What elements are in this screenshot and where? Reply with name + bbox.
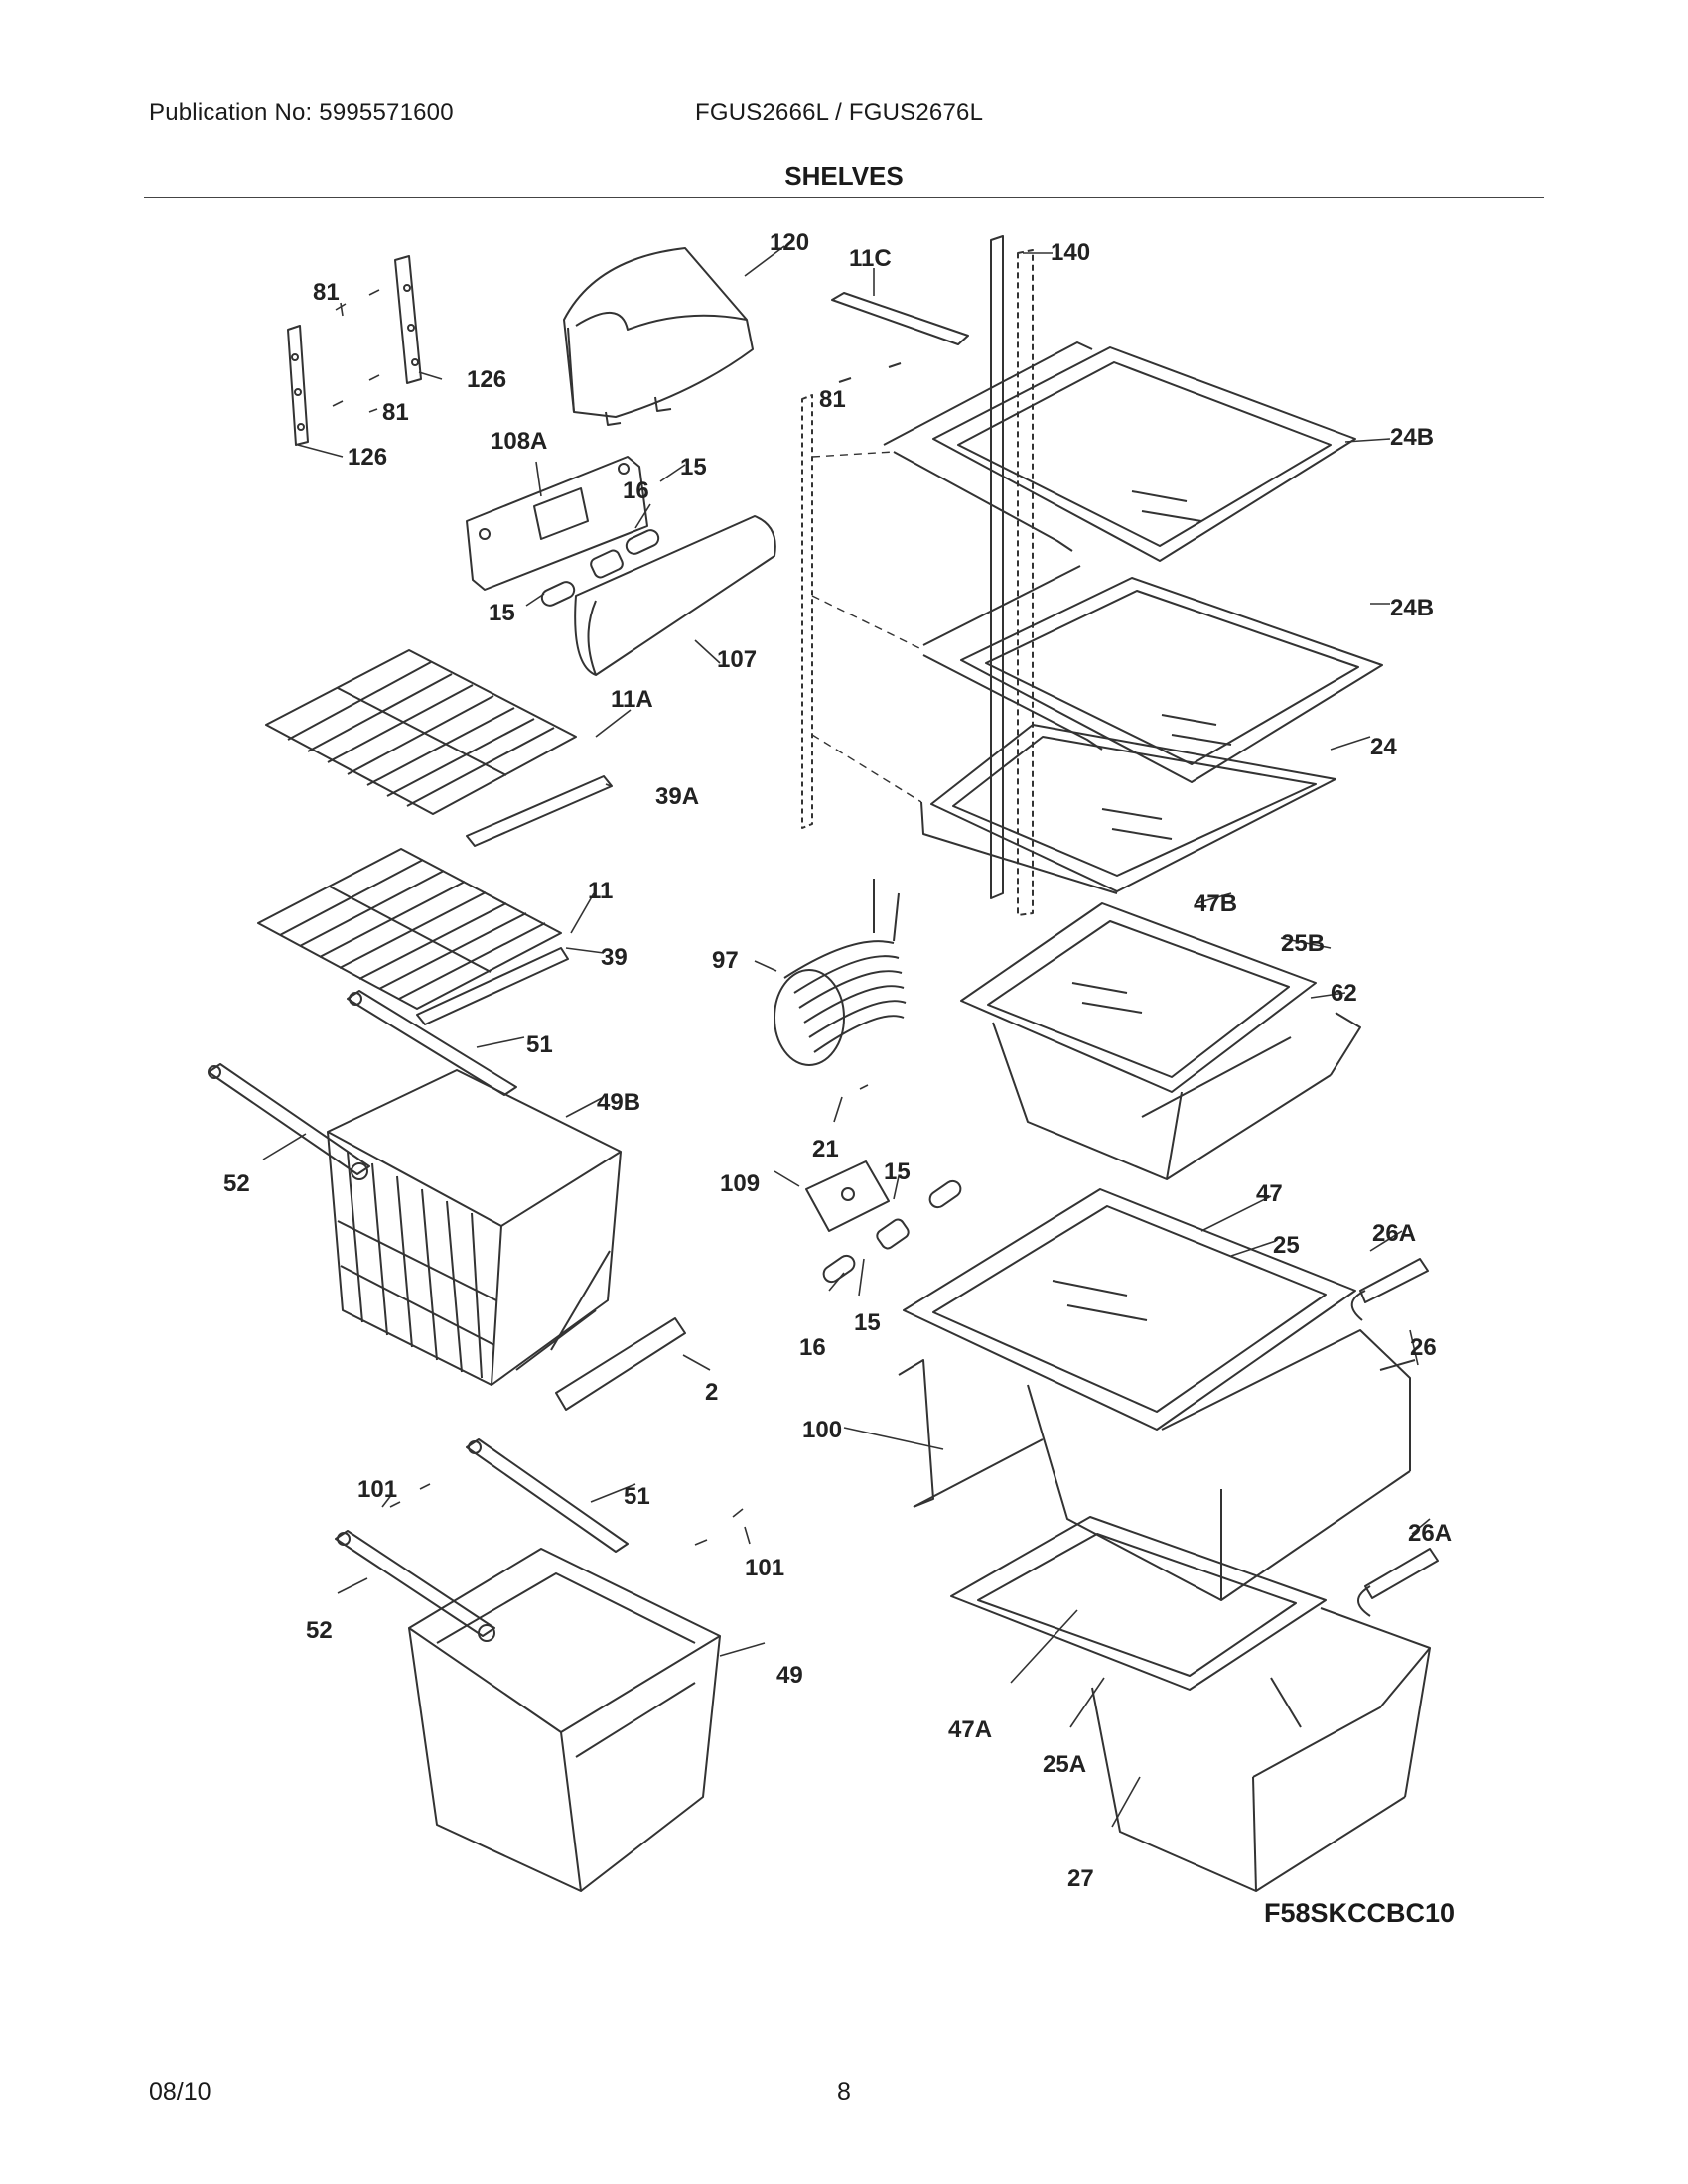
bulbs-15-16-lower bbox=[822, 1179, 962, 1284]
callout-101: 101 bbox=[745, 1555, 784, 1581]
screws-81-left bbox=[332, 289, 380, 407]
callout-16: 16 bbox=[799, 1334, 826, 1361]
wire-shelf-11A bbox=[265, 649, 577, 815]
light-cover-109 bbox=[805, 1160, 890, 1232]
callout-49: 49 bbox=[776, 1662, 803, 1689]
wire-shelf-11 bbox=[257, 848, 562, 1010]
callout-21: 21 bbox=[812, 1136, 839, 1162]
callout-120: 120 bbox=[770, 229, 809, 256]
screws-101 bbox=[389, 1483, 744, 1546]
callout-26a: 26A bbox=[1408, 1520, 1452, 1547]
callout-15: 15 bbox=[884, 1159, 911, 1185]
callout-11: 11 bbox=[588, 878, 613, 904]
callout-labels: 81 126 81 126 120 108A 16 15 15 107 11A 39A 11 39 51 49… bbox=[223, 229, 1452, 1892]
callout-24b: 24B bbox=[1390, 595, 1434, 621]
callout-15: 15 bbox=[489, 600, 515, 626]
callout-101: 101 bbox=[357, 1476, 397, 1503]
wire-basket-49B bbox=[327, 1069, 622, 1386]
callout-39: 39 bbox=[601, 944, 628, 971]
callout-25a: 25A bbox=[1043, 1751, 1086, 1778]
callout-109: 109 bbox=[720, 1170, 760, 1197]
callout-11c: 11C bbox=[849, 245, 892, 272]
callout-11a: 11A bbox=[611, 686, 653, 713]
callout-47a: 47A bbox=[948, 1716, 992, 1743]
callout-39a: 39A bbox=[655, 783, 699, 810]
drawer-stop-26A-upper bbox=[1350, 1258, 1429, 1321]
callout-27: 27 bbox=[1067, 1865, 1094, 1892]
light-shield-107 bbox=[574, 515, 776, 676]
slide-rail-52-lower bbox=[335, 1530, 495, 1642]
slide-rail-51-upper bbox=[347, 990, 517, 1096]
model-numbers: FGUS2666L / FGUS2676L bbox=[695, 99, 984, 126]
callout-51: 51 bbox=[624, 1483, 650, 1510]
basket-trim-2 bbox=[555, 1317, 686, 1411]
callout-24: 24 bbox=[1370, 734, 1397, 760]
glass-shelf-24 bbox=[920, 724, 1336, 894]
callout-100: 100 bbox=[802, 1417, 842, 1443]
callout-26a: 26A bbox=[1372, 1220, 1416, 1247]
callout-107: 107 bbox=[717, 646, 757, 673]
shelf-pilaster-140 bbox=[990, 235, 1034, 916]
callout-52: 52 bbox=[223, 1170, 250, 1197]
callout-25b: 25B bbox=[1281, 930, 1325, 957]
drawer-stop-26A-lower bbox=[1357, 1548, 1439, 1617]
callout-47: 47 bbox=[1256, 1180, 1283, 1207]
callout-97: 97 bbox=[712, 947, 739, 974]
revision-date: 08/10 bbox=[149, 2078, 211, 2106]
header-rule bbox=[144, 197, 1544, 198]
callout-16: 16 bbox=[623, 478, 649, 504]
callout-15: 15 bbox=[854, 1309, 881, 1336]
shelf-dash-lines bbox=[811, 451, 924, 803]
crisper-cover-25B bbox=[960, 902, 1317, 1093]
heater-97 bbox=[774, 879, 907, 1066]
section-title: SHELVES bbox=[784, 161, 904, 191]
slide-rail-52-upper bbox=[208, 1063, 370, 1180]
bracket-126-upper bbox=[394, 255, 422, 384]
bracket-11C bbox=[831, 292, 969, 383]
crisper-drawer-27 bbox=[1091, 1607, 1431, 1892]
callout-126: 126 bbox=[467, 366, 506, 393]
glass-shelf-24B-middle bbox=[922, 565, 1383, 783]
callout-81: 81 bbox=[313, 279, 340, 306]
slide-rail-51-lower bbox=[466, 1438, 629, 1553]
publication-number: Publication No: 5995571600 bbox=[149, 99, 454, 126]
callout-51: 51 bbox=[526, 1031, 553, 1058]
pilaster-81 bbox=[801, 394, 813, 829]
crisper-drawer-26 bbox=[1027, 1329, 1416, 1601]
diagram-code: F58SKCCBC10 bbox=[1264, 1898, 1456, 1928]
shelf-trim-39 bbox=[416, 947, 569, 1025]
callout-62: 62 bbox=[1331, 980, 1357, 1007]
panel-100 bbox=[898, 1359, 1044, 1508]
glass-shelf-24B-upper bbox=[883, 341, 1356, 562]
light-housing-108A bbox=[466, 456, 648, 591]
leader-lines bbox=[262, 245, 1431, 1828]
callout-81: 81 bbox=[382, 399, 409, 426]
bulbs-15-16 bbox=[540, 529, 660, 607]
screw-21 bbox=[859, 1084, 869, 1090]
crisper-pan-49 bbox=[408, 1548, 721, 1892]
bracket-126-lower bbox=[287, 325, 309, 446]
callout-24b: 24B bbox=[1390, 424, 1434, 451]
crisper-cover-25A bbox=[950, 1516, 1327, 1691]
callout-2: 2 bbox=[705, 1379, 718, 1406]
crisper-cover-25 bbox=[903, 1188, 1356, 1431]
callout-25: 25 bbox=[1273, 1232, 1300, 1259]
crisper-drawer-62 bbox=[992, 1012, 1361, 1180]
callout-108a: 108A bbox=[491, 428, 547, 455]
callout-81: 81 bbox=[819, 386, 846, 413]
callout-49b: 49B bbox=[597, 1089, 640, 1116]
callout-126: 126 bbox=[348, 444, 387, 471]
callout-15: 15 bbox=[680, 454, 707, 480]
callout-52: 52 bbox=[306, 1617, 333, 1644]
callout-47b: 47B bbox=[1194, 890, 1237, 917]
callout-26: 26 bbox=[1410, 1334, 1437, 1361]
shelf-trim-39A bbox=[466, 775, 613, 847]
door-bin-120 bbox=[563, 247, 754, 426]
callout-140: 140 bbox=[1051, 239, 1090, 266]
page-number: 8 bbox=[837, 2078, 851, 2106]
